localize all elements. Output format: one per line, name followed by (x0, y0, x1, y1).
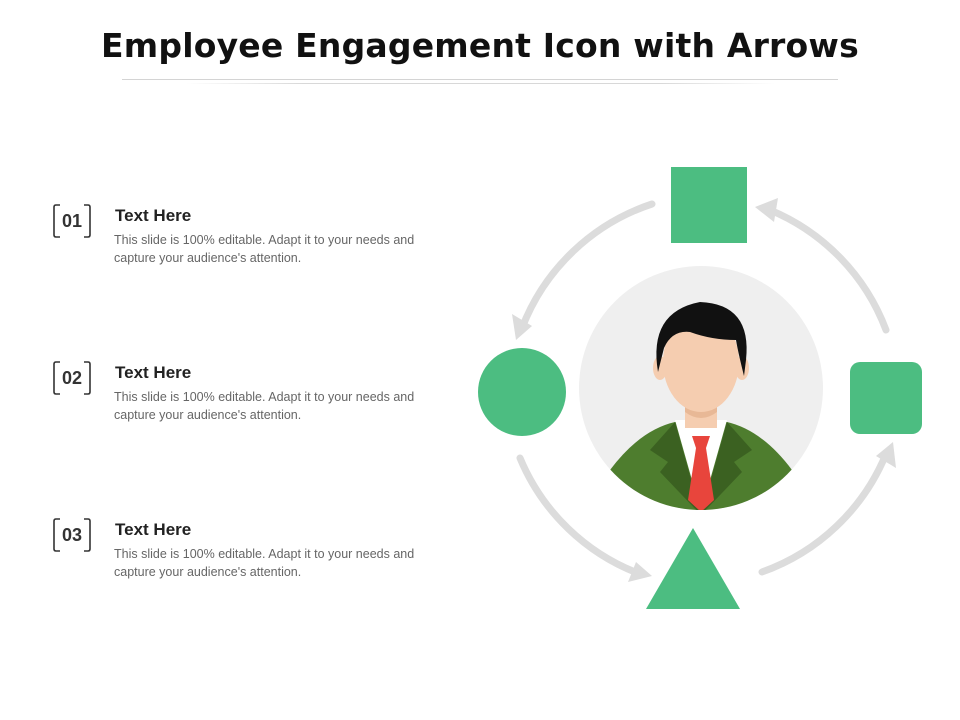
item-number: 01 (61, 211, 83, 231)
item-heading: Text Here (115, 206, 192, 225)
title-divider (122, 79, 838, 80)
arrow-top-right (766, 206, 890, 334)
item-body: This slide is 100% editable. Adapt it to… (114, 547, 415, 579)
number-badge-1: 01 (52, 203, 92, 239)
item-number: 03 (61, 525, 83, 545)
arrowhead-right (876, 442, 896, 468)
page-title: Employee Engagement Icon with Arrows (101, 26, 859, 65)
list-item-3: 03 Text Here This slide is 100% editable… (52, 517, 452, 597)
item-body: This slide is 100% editable. Adapt it to… (114, 233, 415, 265)
item-number: 02 (61, 368, 83, 388)
arrow-heads (512, 198, 896, 582)
number-badge-3: 03 (52, 517, 92, 553)
engagement-cycle-diagram (478, 167, 922, 609)
title-divider-shadow (186, 83, 776, 84)
triangle-shape-icon (646, 528, 740, 609)
rounded-square-shape-icon (850, 362, 922, 434)
arrow-bottom-left (516, 454, 644, 578)
item-body: This slide is 100% editable. Adapt it to… (114, 390, 415, 422)
arrow-bottom-right (758, 450, 890, 576)
circle-shape-icon (478, 348, 566, 436)
list-item-2: 02 Text Here This slide is 100% editable… (52, 360, 452, 440)
square-shape-icon (671, 167, 747, 243)
arrowhead-left (512, 314, 532, 340)
cycle-arrows (516, 200, 890, 578)
item-heading: Text Here (115, 520, 192, 539)
item-heading: Text Here (115, 363, 192, 382)
arrowhead-top (755, 198, 778, 222)
list-item-1: 01 Text Here This slide is 100% editable… (52, 203, 452, 283)
arrowhead-bottom (628, 562, 652, 582)
businessman-avatar-icon (602, 302, 800, 510)
arrow-top-left (518, 200, 656, 332)
number-badge-2: 02 (52, 360, 92, 396)
